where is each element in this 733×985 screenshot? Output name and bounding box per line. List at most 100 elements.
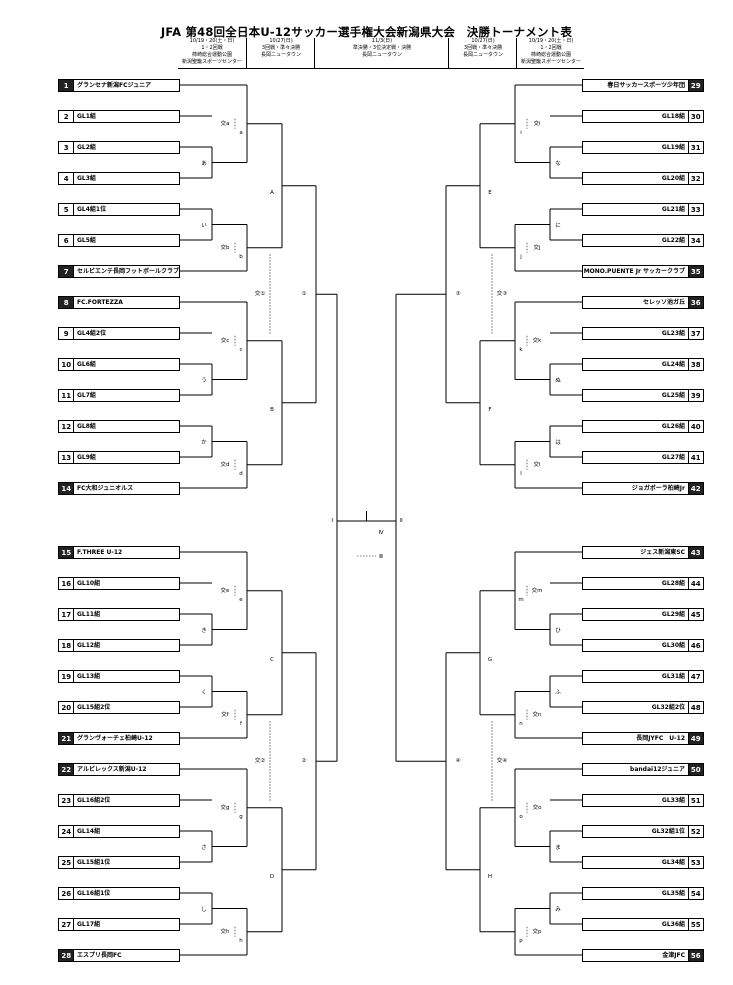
- team-name: GL12組: [77, 641, 101, 649]
- round1-label: は: [555, 439, 561, 446]
- round3-label: H: [487, 873, 493, 880]
- team-number: 43: [687, 546, 703, 558]
- team-number: 12: [59, 420, 75, 432]
- round4-label: ②: [301, 758, 307, 765]
- team-number: 47: [687, 670, 703, 682]
- team-name: アルビレックス新潟U-12: [77, 765, 147, 773]
- team-name: GL32組1位: [651, 827, 685, 835]
- round1-label: く: [201, 689, 207, 696]
- exchange-label: 交②: [254, 758, 266, 765]
- team-number: 8: [59, 296, 75, 308]
- team-number: 36: [687, 296, 703, 308]
- schedule-column: 11/3(日)準決勝・3位決定戦・決勝長岡ニュータウン: [314, 38, 449, 68]
- team-number: 41: [687, 451, 703, 463]
- team-name: GL32組2位: [651, 703, 685, 711]
- exchange-label: 交g: [220, 804, 230, 811]
- team-number: 24: [59, 825, 75, 837]
- exchange-label: 交p: [532, 928, 542, 935]
- team-name: GL19組: [661, 143, 685, 151]
- team-name: FC.FORTEZZA: [77, 298, 123, 306]
- exchange-label: 交h: [220, 928, 230, 935]
- round2-label: g: [239, 813, 243, 820]
- round1-label: ま: [555, 844, 561, 851]
- exchange-label: 交f: [221, 711, 229, 718]
- team-name: セレッソ池ガ丘: [642, 298, 685, 306]
- round2-label: o: [519, 813, 523, 820]
- team-name: GL11組: [77, 610, 101, 618]
- schedule-column: 10/27(日)3回戦・準々決勝長岡ニュータウン: [448, 38, 517, 68]
- team-number: 26: [59, 887, 75, 899]
- schedule-round: 1・2回戦: [201, 45, 223, 51]
- team-name: GL23組: [661, 329, 685, 337]
- team-name: GL9組: [77, 453, 96, 461]
- round3-label: G: [487, 656, 493, 663]
- schedule-date: 11/3(日): [371, 38, 393, 44]
- team-number: 40: [687, 420, 703, 432]
- team-name: GL15組2位: [77, 703, 111, 711]
- team-number: 46: [687, 639, 703, 651]
- round2-label: a: [239, 129, 243, 136]
- schedule-venue1: 柿崎総合運動公園: [191, 52, 232, 58]
- schedule-column: 10/27(日)3回戦・準々決勝長岡ニュータウン: [246, 38, 315, 68]
- round1-label: い: [201, 222, 207, 229]
- team-number: 20: [59, 701, 75, 713]
- team-number: 42: [687, 482, 703, 494]
- exchange-label: 交l: [533, 461, 541, 468]
- team-number: 9: [59, 327, 75, 339]
- team-number: 19: [59, 670, 75, 682]
- team-name: 金津JFC: [662, 951, 685, 959]
- round3-label: D: [269, 873, 275, 880]
- team-name: 長岡JYFC U-12: [636, 734, 685, 742]
- team-name: GL20組: [661, 174, 685, 182]
- schedule-round: 1・2回戦: [540, 45, 562, 51]
- exchange-label: 交j: [533, 244, 541, 251]
- final-label: Ⅳ: [378, 530, 384, 536]
- team-number: 51: [687, 794, 703, 806]
- team-number: 2: [59, 110, 75, 122]
- round1-label: に: [555, 222, 561, 229]
- round2-label: l: [520, 470, 522, 477]
- team-number: 38: [687, 358, 703, 370]
- team-number: 33: [687, 203, 703, 215]
- round1-label: さ: [201, 844, 207, 851]
- team-name: GL15組1位: [77, 858, 111, 866]
- team-number: 39: [687, 389, 703, 401]
- round3-label: B: [270, 406, 274, 413]
- schedule-round: 準決勝・3位決定戦・決勝: [352, 45, 412, 51]
- team-number: 53: [687, 856, 703, 868]
- team-name: F.THREE U-12: [77, 548, 123, 556]
- team-number: 6: [59, 234, 75, 246]
- exchange-label: 交d: [220, 461, 230, 468]
- team-number: 25: [59, 856, 75, 868]
- semifinal-label: Ⅰ: [331, 518, 333, 524]
- round3-label: F: [488, 406, 492, 413]
- team-name: GL18組: [661, 112, 685, 120]
- schedule-date: 10/19・20(土・日): [189, 38, 235, 44]
- team-name: GL17組: [77, 920, 101, 928]
- round2-label: m: [518, 596, 524, 603]
- round1-label: き: [201, 627, 207, 634]
- team-number: 14: [59, 482, 75, 494]
- round2-label: h: [239, 937, 243, 944]
- team-name: グランヴォーチェ柏崎U-12: [77, 734, 153, 742]
- team-number: 1: [59, 79, 75, 91]
- team-number: 27: [59, 918, 75, 930]
